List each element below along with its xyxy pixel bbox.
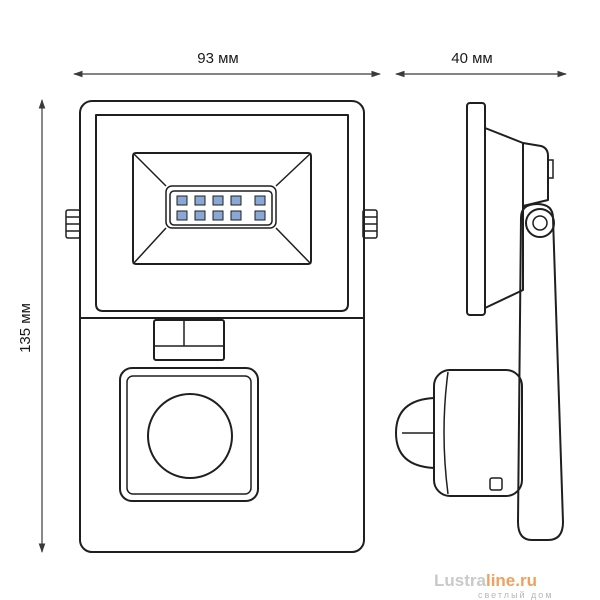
side-body-panel <box>466 102 486 316</box>
reflector <box>132 152 312 265</box>
sensor-lens <box>147 393 233 479</box>
watermark-brand-part2: line.ru <box>486 571 537 590</box>
motion-sensor <box>119 367 259 502</box>
width-dimension: 93 мм <box>73 50 381 78</box>
side-view <box>395 102 564 541</box>
housing-outline <box>79 100 365 553</box>
side-heatsink <box>484 127 524 309</box>
watermark-tagline: светлый дом <box>478 590 554 600</box>
lamp-head-panel <box>95 114 349 312</box>
watermark-brand-part1: Lustra <box>434 571 487 590</box>
side-mount-housing <box>522 142 549 207</box>
side-bracket-arm <box>517 203 564 541</box>
height-dimension: 135 мм <box>17 99 46 553</box>
watermark-logo: Lustraline.ru светлый дом <box>434 571 554 600</box>
right-mount-nut <box>362 209 378 239</box>
depth-dimension: 40 мм <box>395 50 567 78</box>
hinge-block <box>153 319 225 361</box>
depth-label: 40 мм <box>451 50 492 67</box>
side-sensor-housing <box>433 369 523 497</box>
height-label: 135 мм <box>17 303 34 353</box>
svg-text:Lustraline.ru: Lustraline.ru <box>434 571 537 590</box>
led-module <box>169 190 273 226</box>
side-screw <box>489 477 503 491</box>
side-pivot-bolt <box>525 208 555 238</box>
left-mount-nut <box>65 209 81 239</box>
width-label: 93 мм <box>197 50 238 67</box>
front-view <box>65 100 378 553</box>
side-sensor-dome <box>395 397 435 469</box>
